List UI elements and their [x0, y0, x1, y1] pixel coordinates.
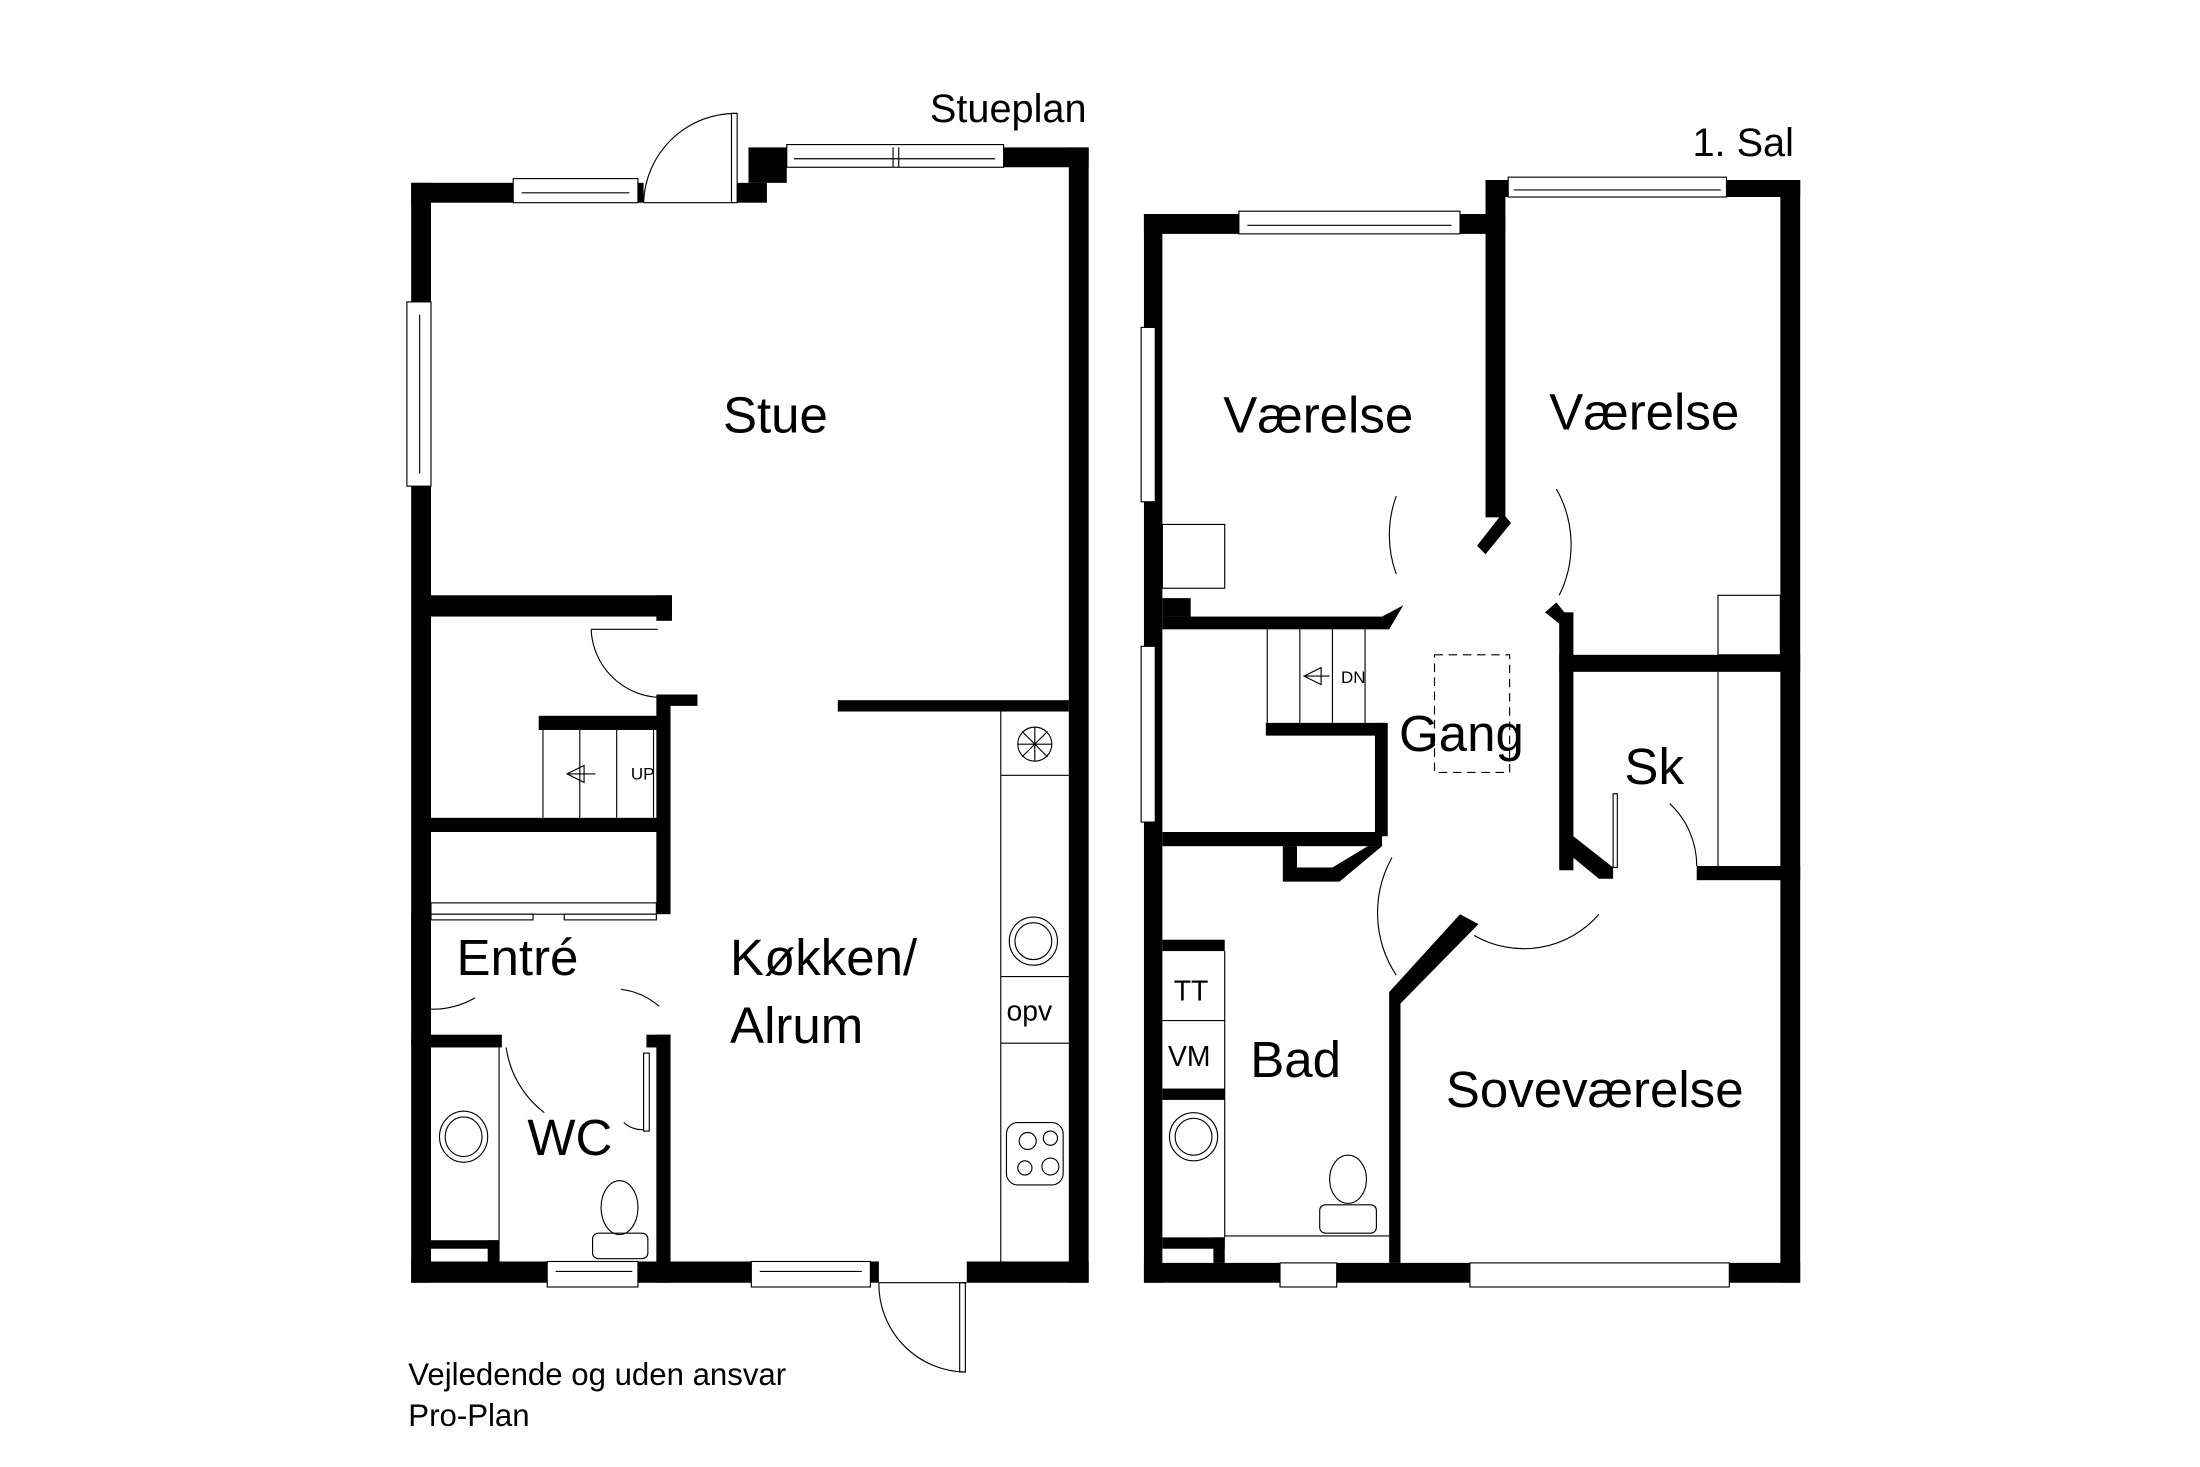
room-label-sovevaerelse: Soveværelse [1446, 1061, 1744, 1118]
room-label-vaerelse-1: Værelse [1223, 386, 1413, 443]
appliance-tt-label: TT [1174, 976, 1209, 1008]
kitchen-opv-label: opv [1006, 996, 1053, 1028]
ground-floor-plan: Stueplan [406, 87, 1089, 1373]
room-label-stue: Stue [723, 386, 828, 443]
room-label-entre: Entré [457, 929, 579, 986]
room-label-vaerelse-2: Værelse [1549, 383, 1739, 440]
stair-up-label: UP [631, 765, 655, 784]
ground-floor-title: Stueplan [930, 87, 1087, 131]
stair-down-label: DN [1341, 668, 1366, 687]
disclaimer-text: Vejledende og uden ansvar [408, 1357, 786, 1392]
room-label-bad: Bad [1250, 1031, 1341, 1088]
appliance-vm-label: VM [1168, 1041, 1211, 1073]
room-label-alrum: Alrum [730, 997, 863, 1054]
first-floor-plan: 1. Sal [1140, 121, 1801, 1288]
brand-text: Pro-Plan [408, 1398, 529, 1433]
room-label-wc: WC [527, 1109, 612, 1166]
room-label-sk: Sk [1624, 738, 1684, 795]
room-label-kokken: Køkken/ [730, 929, 918, 986]
first-floor-title: 1. Sal [1692, 121, 1793, 165]
room-label-gang: Gang [1399, 705, 1524, 762]
